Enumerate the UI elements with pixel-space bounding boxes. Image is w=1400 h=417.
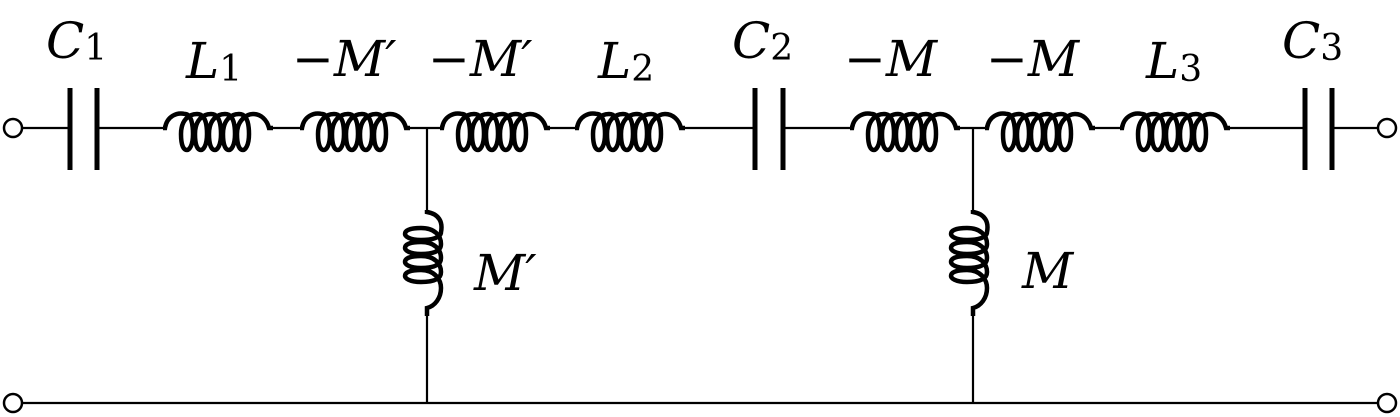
label-c2: C2	[732, 12, 793, 70]
terminal-bottom-left	[2, 392, 24, 414]
label-c3: C3	[1282, 12, 1343, 70]
inductor-neg-m-1	[850, 114, 960, 150]
inductor-shunt-m-prime	[405, 210, 441, 316]
capacitor-c1	[67, 88, 100, 170]
label-shunt-m: M	[1021, 242, 1075, 300]
inductor-neg-m-prime-2	[440, 114, 550, 150]
inductor-l2	[575, 114, 685, 150]
capacitor-c2	[752, 88, 786, 170]
label-c1: C1	[46, 12, 107, 70]
label-neg-m-prime-2: −M′	[428, 30, 533, 88]
terminal-top-right	[1376, 117, 1398, 139]
shunt-branch-m-prime	[405, 128, 441, 403]
inductor-shunt-m	[951, 210, 987, 316]
label-l3: L3	[1145, 32, 1202, 90]
inductor-neg-m-2	[985, 114, 1095, 150]
label-l2: L2	[597, 32, 654, 90]
inductor-neg-m-prime-1	[300, 114, 410, 150]
label-l1: L1	[185, 32, 242, 90]
terminal-bottom-right	[1376, 392, 1398, 414]
shunt-branch-m	[951, 128, 987, 403]
label-neg-m-prime-1: −M′	[292, 30, 397, 88]
label-neg-m-1: −M	[844, 30, 939, 88]
label-shunt-m-prime: M′	[473, 244, 537, 302]
capacitor-c3	[1302, 88, 1335, 170]
label-neg-m-2: −M	[986, 30, 1081, 88]
terminal-top-left	[2, 117, 24, 139]
inductor-l3	[1120, 114, 1230, 150]
inductor-l1	[163, 114, 273, 150]
